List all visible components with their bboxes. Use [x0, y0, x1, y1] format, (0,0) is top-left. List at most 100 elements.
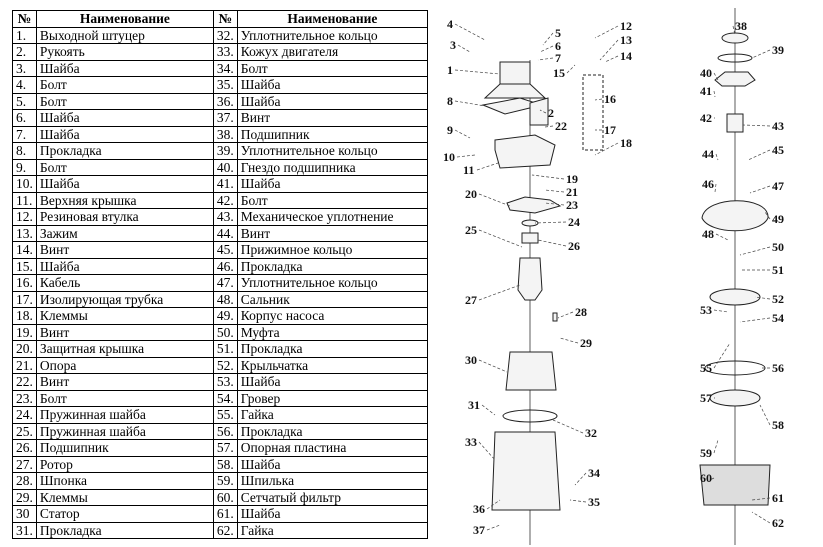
part-name-right: Уплотнительное кольцо — [236, 26, 429, 44]
part-name-left: Винт — [35, 373, 214, 391]
handle-part — [529, 97, 549, 126]
seal-ring-part — [502, 409, 558, 423]
leader-line — [478, 229, 523, 248]
part-name-left: Изолирующая трубка — [35, 290, 214, 308]
callout-label: 47 — [772, 179, 784, 193]
row-number-left: 4. — [12, 76, 37, 94]
row-number-right: 44. — [212, 224, 238, 242]
part-name-right: Болт — [236, 59, 429, 77]
callout-label: 38 — [735, 19, 747, 33]
leader-line — [476, 162, 499, 171]
part-name-left: Подшипник — [35, 439, 214, 457]
row-number-left: 18. — [12, 307, 37, 325]
callout-label: 8 — [447, 94, 453, 108]
part-name-right: Винт — [236, 224, 429, 242]
part-name-left: Шайба — [35, 175, 214, 193]
leader-line — [747, 149, 771, 161]
row-number-left: 14. — [12, 241, 37, 259]
part-name-right: Корпус насоса — [236, 307, 429, 325]
leader-line — [751, 511, 771, 524]
callout-label: 52 — [772, 292, 784, 306]
row-number-left: 6. — [12, 109, 37, 127]
part-name-left: Винт — [35, 241, 214, 259]
leader-line — [754, 296, 771, 300]
row-number-left: 19. — [12, 323, 37, 341]
callout-label: 23 — [566, 198, 578, 212]
callout-label: 15 — [553, 66, 565, 80]
callout-label: 55 — [700, 361, 712, 375]
row-number-right: 52. — [212, 356, 238, 374]
bearing-seat-part — [714, 71, 756, 87]
table-header-row: № Наименование № Наименование — [12, 10, 429, 28]
callout-label: 10 — [443, 150, 455, 164]
part-name-left: Верхняя крышка — [35, 191, 214, 209]
row-number-right: 53. — [212, 373, 238, 391]
callout-label: 26 — [568, 239, 580, 253]
part-name-right: Опорная пластина — [236, 439, 429, 457]
row-number-left: 1. — [12, 26, 37, 44]
callout-label: 45 — [772, 143, 784, 157]
row-number-right: 54. — [212, 389, 238, 407]
row-number-left: 21. — [12, 356, 37, 374]
leader-line — [713, 72, 719, 81]
row-number-right: 61. — [212, 505, 238, 523]
part-name-right: Гайка — [236, 406, 429, 424]
support-plate-part — [709, 389, 761, 407]
part-name-left: Болт — [35, 76, 214, 94]
callout-label: 19 — [566, 172, 578, 186]
row-number-right: 37. — [212, 109, 238, 127]
part-name-left: Опора — [35, 356, 214, 374]
leader-line — [531, 174, 565, 180]
callout-label: 39 — [772, 43, 784, 57]
callout-label: 11 — [463, 163, 474, 177]
row-number-right: 50. — [212, 323, 238, 341]
part-name-left: Шайба — [35, 59, 214, 77]
callout-label: 35 — [588, 495, 600, 509]
part-name-left: Шайба — [35, 257, 214, 275]
o-ring-part — [717, 53, 753, 63]
leader-line — [759, 404, 771, 426]
callout-label: 6 — [555, 39, 561, 53]
part-name-left: Прокладка — [35, 521, 214, 539]
row-number-left: 8. — [12, 142, 37, 160]
leader-line — [599, 39, 619, 61]
part-name-left: Пружинная шайба — [35, 406, 214, 424]
leader-line — [457, 44, 471, 53]
part-name-left: Зажим — [35, 224, 214, 242]
leader-line — [478, 284, 521, 301]
leader-line — [713, 309, 729, 313]
leader-line — [742, 124, 771, 127]
callout-label: 12 — [620, 19, 632, 33]
callout-label: 4 — [447, 17, 453, 31]
callout-label: 46 — [702, 177, 714, 191]
part-name-left: Клеммы — [35, 488, 214, 506]
leader-line — [594, 142, 619, 156]
part-name-right: Уплотнительное кольцо — [236, 274, 429, 292]
leader-line — [594, 98, 603, 101]
callout-label: 40 — [700, 66, 712, 80]
part-name-right: Уплотнительное кольцо — [236, 142, 429, 160]
part-name-right: Прокладка — [236, 422, 429, 440]
leader-line — [715, 153, 719, 161]
leader-line — [454, 23, 486, 41]
callout-label: 37 — [473, 523, 485, 537]
leader-line — [478, 359, 508, 373]
row-number-right: 34. — [212, 59, 238, 77]
row-number-right: 56. — [212, 422, 238, 440]
callout-label: 31 — [468, 398, 480, 412]
cable-box — [582, 74, 604, 151]
part-name-right: Муфта — [236, 323, 429, 341]
spring-washer-part — [521, 219, 539, 227]
callout-label: 44 — [702, 147, 714, 161]
